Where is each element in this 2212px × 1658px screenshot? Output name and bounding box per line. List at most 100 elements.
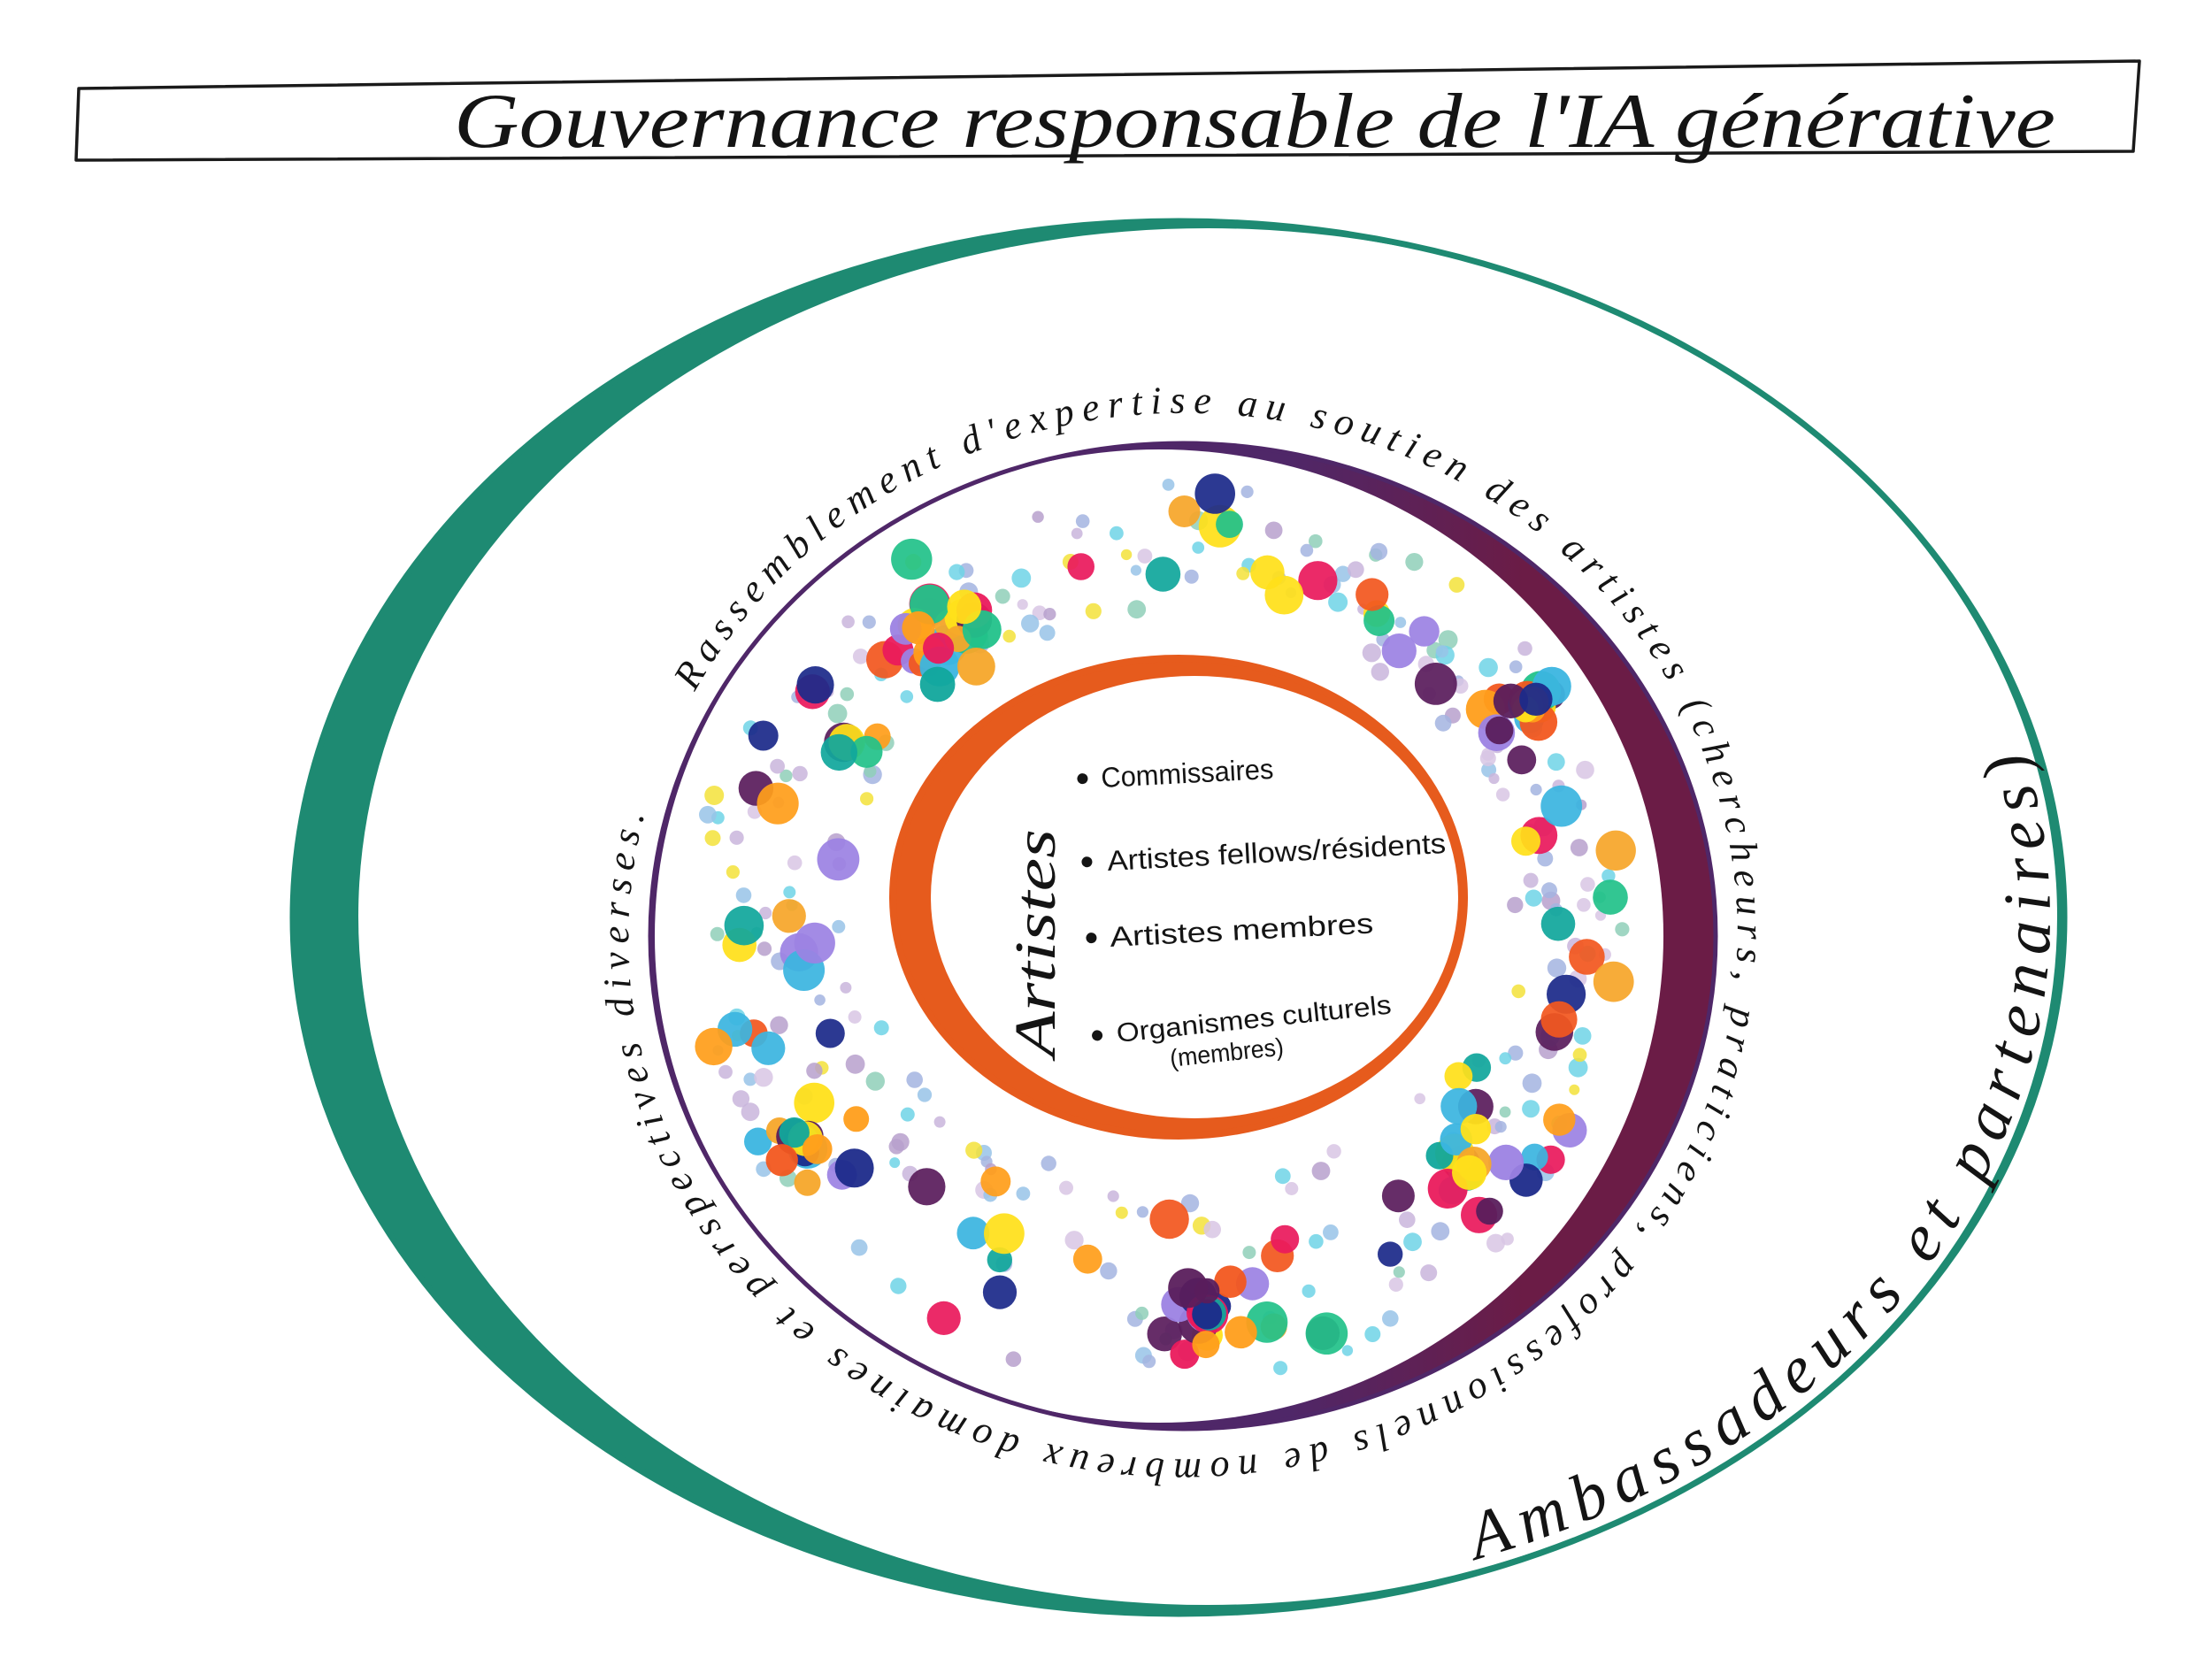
color-dot xyxy=(1593,961,1634,1002)
color-dot xyxy=(729,830,744,845)
color-dot xyxy=(1409,616,1440,647)
color-dot xyxy=(695,1027,733,1066)
color-dot xyxy=(1334,565,1352,582)
color-dot xyxy=(770,758,785,774)
color-dot xyxy=(741,1102,760,1122)
color-dot xyxy=(1273,1361,1288,1376)
color-dot xyxy=(864,764,877,778)
color-dot xyxy=(995,588,1010,604)
color-dot xyxy=(1393,1266,1405,1278)
color-dot xyxy=(1192,541,1205,554)
color-dot xyxy=(1032,605,1048,620)
color-dot xyxy=(1240,485,1254,499)
color-dot xyxy=(1085,603,1102,619)
color-dot xyxy=(1170,1339,1200,1370)
color-dot xyxy=(1388,1277,1403,1292)
color-dot xyxy=(900,1107,915,1122)
color-dot xyxy=(1180,1194,1200,1213)
color-dot xyxy=(1438,630,1458,649)
color-dot xyxy=(1382,1310,1399,1327)
color-dot xyxy=(891,1132,910,1151)
color-dot xyxy=(1362,643,1381,663)
color-dot xyxy=(759,906,772,920)
color-dot xyxy=(1479,657,1498,678)
color-dot xyxy=(840,981,852,994)
color-dot xyxy=(1039,625,1056,641)
color-dot xyxy=(743,1072,757,1086)
color-dot xyxy=(1444,1062,1473,1091)
color-dot xyxy=(1476,1197,1503,1225)
color-dot xyxy=(1127,600,1147,619)
color-dot xyxy=(1309,533,1323,549)
color-dot xyxy=(780,769,793,783)
color-dot xyxy=(982,1275,1018,1309)
color-dot xyxy=(965,1141,983,1159)
color-dot xyxy=(902,610,935,645)
color-dot xyxy=(1136,1206,1148,1218)
color-dot xyxy=(794,1169,821,1196)
color-dot xyxy=(748,720,779,751)
color-dot xyxy=(1162,479,1175,491)
color-dot xyxy=(1100,1262,1118,1280)
color-dot xyxy=(980,1166,1011,1197)
color-dot xyxy=(1323,1224,1339,1240)
color-dot xyxy=(1540,906,1576,941)
color-dot xyxy=(1120,549,1133,561)
color-dot xyxy=(840,687,855,702)
color-dot xyxy=(1271,1224,1300,1254)
color-dot xyxy=(802,1134,833,1164)
color-dot xyxy=(820,733,857,771)
color-dot xyxy=(1347,561,1364,579)
color-dot xyxy=(1405,553,1424,572)
color-dot xyxy=(1399,1211,1416,1228)
color-dot xyxy=(1547,958,1567,978)
color-dot xyxy=(1110,526,1124,541)
color-dot xyxy=(841,615,855,629)
color-dot xyxy=(814,994,826,1006)
color-dot xyxy=(1493,683,1529,718)
color-dot xyxy=(949,564,965,580)
color-dot xyxy=(1328,592,1348,612)
color-dot xyxy=(1576,760,1594,779)
color-dot xyxy=(1381,633,1417,669)
color-dot xyxy=(1147,1316,1182,1352)
color-dot xyxy=(1381,1179,1415,1213)
inner-ring-label: Artistes xyxy=(1003,829,1068,1062)
inner-ring xyxy=(889,655,1468,1140)
inner-ring-interior xyxy=(931,676,1458,1118)
color-dot xyxy=(1168,495,1201,527)
color-dot xyxy=(1569,1084,1580,1095)
color-dot xyxy=(1485,716,1514,745)
inner-ring-outline xyxy=(889,655,1468,1140)
dots-layer xyxy=(695,473,1636,1376)
color-dot xyxy=(792,765,808,782)
color-dot xyxy=(806,1063,823,1079)
color-dot xyxy=(1573,1027,1592,1045)
color-dot xyxy=(1540,1001,1578,1038)
color-dot xyxy=(1005,1351,1022,1367)
color-dot xyxy=(852,649,869,664)
color-dot xyxy=(1341,1345,1354,1356)
color-dot xyxy=(1305,1312,1348,1355)
color-dot xyxy=(1414,1093,1425,1105)
color-dot xyxy=(891,538,933,580)
color-dot xyxy=(1568,1057,1588,1078)
color-dot xyxy=(1370,542,1388,561)
color-dot xyxy=(926,1301,961,1335)
color-dot xyxy=(1130,564,1141,576)
color-dot xyxy=(1508,1045,1524,1061)
color-dot xyxy=(1448,577,1465,593)
color-dot xyxy=(794,922,835,963)
color-dot xyxy=(933,1116,946,1128)
color-dot xyxy=(906,1071,923,1088)
color-dot xyxy=(1499,1052,1512,1065)
color-dot xyxy=(1452,1155,1487,1190)
color-dot xyxy=(1540,785,1583,827)
color-dot xyxy=(772,899,806,933)
color-dot xyxy=(1525,889,1542,907)
color-dot xyxy=(704,786,725,805)
color-dot xyxy=(1420,1264,1438,1282)
color-dot xyxy=(1486,1233,1505,1253)
color-dot xyxy=(1530,783,1542,796)
